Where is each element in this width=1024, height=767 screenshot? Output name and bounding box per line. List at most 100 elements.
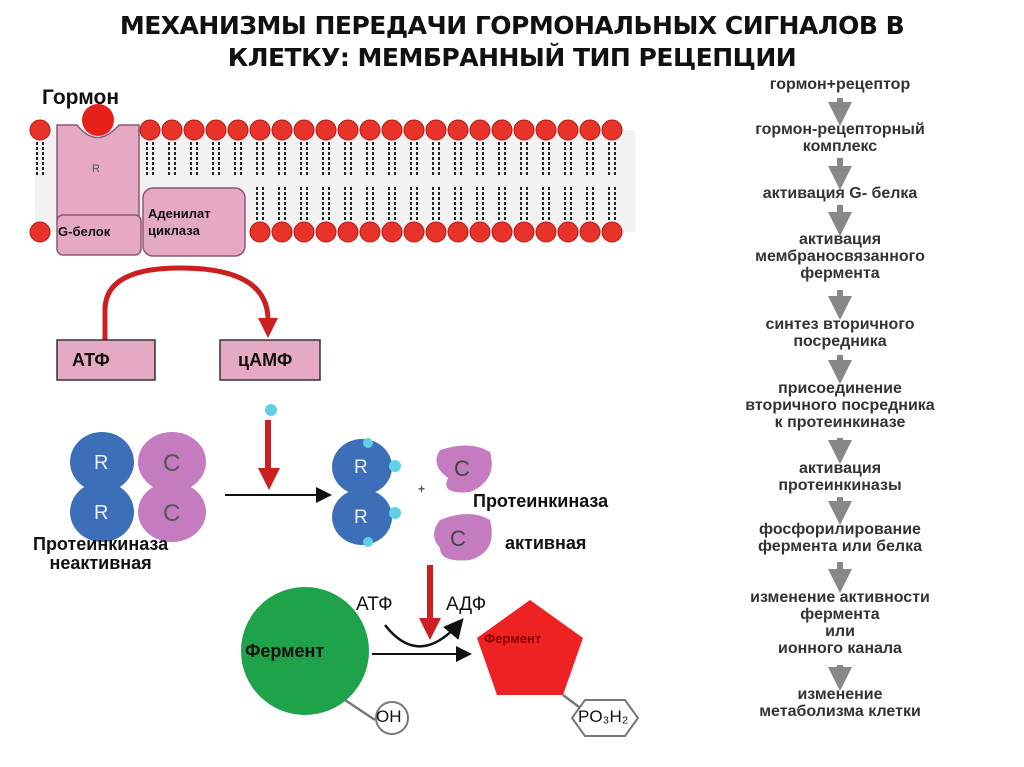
enzyme-atp-label: АТФ [356, 594, 393, 615]
c-subunit-label: C [163, 450, 181, 477]
g-protein [56, 214, 142, 256]
inactive-kinase-label: Протеинкиназа неактивная [33, 535, 168, 573]
lipid-tail [212, 142, 220, 175]
step-line: фосфорилирование [759, 521, 921, 538]
lipid-tail [344, 142, 352, 175]
catalytic-subunit-2 [434, 514, 492, 561]
inactive-kinase [70, 432, 206, 542]
lipid-tail [608, 187, 616, 220]
title-line-2: КЛЕТКУ: МЕМБРАННЫЙ ТИП РЕЦЕПЦИИ [227, 43, 797, 72]
step-line: вторичного посредника [745, 397, 935, 414]
lipid-tail [278, 142, 286, 175]
g-protein-label: G-белок [58, 224, 111, 239]
lipid-head [469, 119, 491, 141]
lipid-head [469, 221, 491, 243]
oh-group [375, 701, 409, 735]
lipid-tail [454, 187, 462, 220]
r-subunit-label: R [354, 507, 368, 528]
lipid-tail [36, 142, 44, 175]
lipid-head [183, 119, 205, 141]
c-subunit-label: C [450, 526, 466, 551]
step-line: комплекс [802, 138, 878, 155]
lipid-tail [432, 187, 440, 220]
phosphorylation-arrow-head [419, 618, 441, 640]
step-line: ионного канала [778, 640, 902, 657]
lipid-head [139, 119, 161, 141]
atp-label: АТФ [72, 350, 110, 370]
lipid-tail [498, 187, 506, 220]
lipid-tail [564, 142, 572, 175]
step-line: к протеинкиназе [774, 414, 906, 431]
lipid-tail [300, 142, 308, 175]
step-line: изменение активности [750, 589, 930, 606]
lipid-tail [410, 187, 418, 220]
adenylate-cyclase-label: Аденилат циклаза [148, 205, 211, 239]
lipid-head [579, 221, 601, 243]
camp-arrow-head [258, 468, 280, 490]
lipid-tail [520, 142, 528, 175]
lipid-tail [388, 142, 396, 175]
lipid-tail [432, 142, 440, 175]
step-line: или [825, 623, 855, 640]
lipid-tail [300, 187, 308, 220]
lipid-tail [586, 142, 594, 175]
step-line: протеинкиназы [778, 477, 902, 494]
step-line: изменение [797, 686, 883, 703]
lipid-tail [234, 142, 242, 175]
lipid-head [425, 119, 447, 141]
lipid-tail [586, 187, 594, 220]
lipid-tail [190, 142, 198, 175]
slide-title: МЕХАНИЗМЫ ПЕРЕДАЧИ ГОРМОНАЛЬНЫХ СИГНАЛОВ… [0, 10, 1024, 74]
oh-label: OH [376, 707, 402, 726]
step-line: фермента или белка [758, 538, 922, 555]
enzyme-inactive-circle [241, 587, 369, 715]
lipid-tail [322, 187, 330, 220]
step-line: метаболизма клетки [759, 703, 921, 720]
active-regulatory-subunits [332, 438, 401, 547]
conversion-arrow-head [258, 318, 278, 338]
lipid-head [271, 221, 293, 243]
lipid-head [491, 221, 513, 243]
lipid-head [227, 119, 249, 141]
phosphate-group [570, 699, 640, 737]
lipid-head [513, 119, 535, 141]
atp-adp-arrow [384, 618, 464, 648]
lipid-head [29, 221, 51, 243]
lipid-tail [564, 187, 572, 220]
lipid-tail [542, 142, 550, 175]
lipid-head [315, 119, 337, 141]
receptor-protein [56, 124, 140, 221]
step-line: гормон-рецепторный [755, 121, 925, 138]
lipid-head [403, 221, 425, 243]
step-line: гормон+рецептор [769, 76, 911, 93]
lipid-tail [366, 187, 374, 220]
lipid-tail [168, 142, 176, 175]
lipid-tail [476, 187, 484, 220]
atp-box [56, 339, 156, 381]
lipid-head [359, 221, 381, 243]
adenylate-cyclase-line-1: Аденилат [148, 206, 211, 221]
inactive-kinase-line-2: неактивная [49, 553, 152, 573]
enzyme-adp-label: АДФ [446, 594, 487, 615]
lipid-tail [520, 187, 528, 220]
po3h2-label: PO₃H₂ [578, 707, 629, 726]
r-subunit-label: R [94, 502, 109, 524]
lipid-head [535, 221, 557, 243]
lipid-head [249, 119, 271, 141]
inactive-kinase-line-1: Протеинкиназа [33, 534, 169, 554]
enzyme-label: Фермент [245, 641, 325, 661]
step-line: активация [798, 231, 882, 248]
camp-box [219, 339, 321, 381]
active-kinase-label: Протеинкиназа [473, 491, 609, 511]
lipid-tail [146, 142, 154, 175]
lipid-tail [256, 187, 264, 220]
